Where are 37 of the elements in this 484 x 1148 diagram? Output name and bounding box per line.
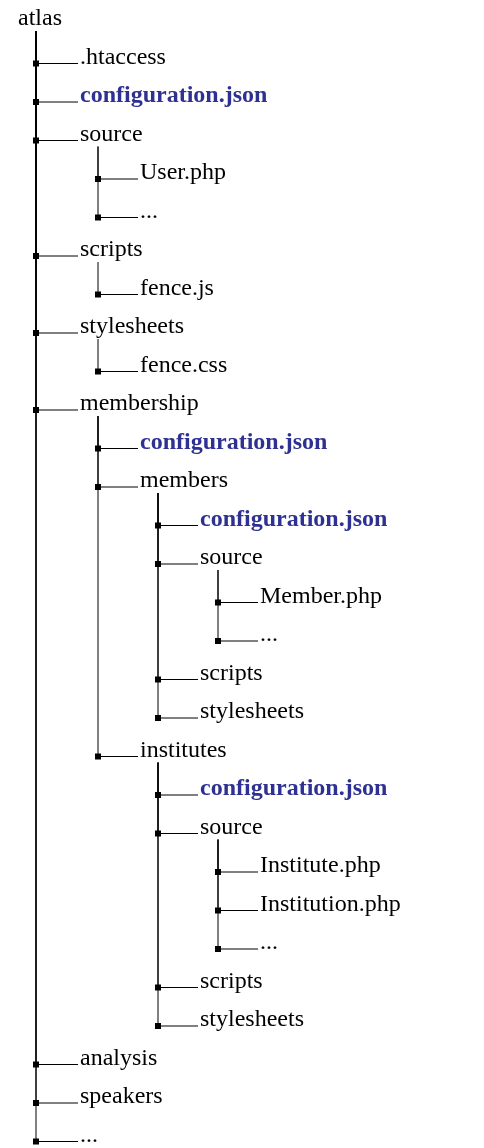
tree-item-name: configuration.json [80,80,268,108]
tree-connector [97,146,139,218]
tree-item-name: speakers [80,1081,163,1109]
tree-item-name: Member.php [260,580,382,609]
tree-item-name: atlas [18,3,62,31]
tree-item-name: ... [260,619,278,647]
tree-connector [217,569,259,642]
tree-item-name: configuration.json [200,503,388,532]
tree-item-name: scripts [80,234,143,262]
tree-connector [217,839,259,950]
tree-item-name: stylesheets [200,696,304,724]
tree-connector [97,338,139,372]
tree-item-name: ... [80,1119,98,1148]
tree-item-name: source [200,811,263,840]
tree-item-name: ... [140,195,158,224]
tree-item-name: ... [260,927,278,955]
tree-item-name: configuration.json [200,773,388,801]
tree-item-name: analysis [80,1042,158,1071]
tree-connector [97,261,139,295]
tree-item-name: stylesheets [80,311,184,339]
tree-item-name: source [80,118,143,147]
tree-item-name: Institute.php [260,850,381,878]
tree-item-name: source [200,542,263,570]
tree-item-name: stylesheets [200,1004,304,1032]
tree-item-name: User.php [140,157,226,185]
tree-item-name: membership [80,388,199,416]
tree-connector [157,492,199,719]
tree-item-name: fence.js [140,272,214,301]
tree-connector [97,415,139,757]
tree-item-name: configuration.json [140,426,328,455]
tree-item-name: Institution.php [260,888,401,917]
tree-item-name: .htaccess [80,41,166,70]
tree-item-name: scripts [200,657,263,686]
tree-item-name: fence.css [140,349,228,378]
tree-item-name: scripts [200,965,263,994]
tree-item-name: institutes [140,734,227,763]
tree-item-name: members [140,465,228,493]
